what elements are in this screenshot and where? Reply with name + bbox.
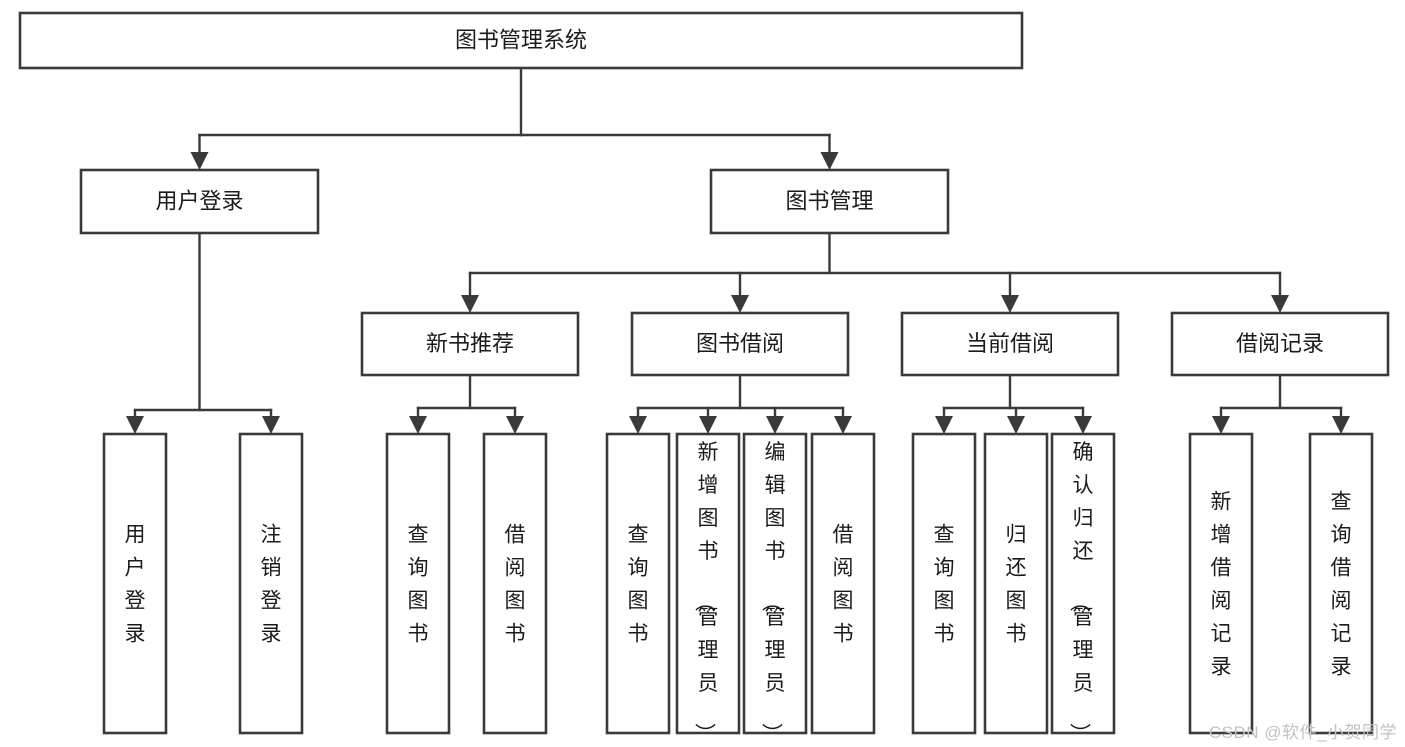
leaf-node-box[interactable] [911, 432, 977, 735]
leaf-node-box[interactable] [385, 432, 451, 735]
leaf-node-7[interactable]: 编辑图书（管理员） [742, 432, 808, 744]
arrow-level2-3-1 [935, 416, 953, 434]
leaf-node-label: 归还图书 [1006, 523, 1027, 645]
level1-node-label: 图书管理 [785, 188, 873, 213]
level2-node-box[interactable] [630, 311, 850, 377]
arrow-level2-1 [461, 295, 479, 313]
arrow-level2-2-3 [766, 416, 784, 434]
root-node-label: 图书管理系统 [455, 27, 587, 52]
leaf-node-4[interactable]: 借阅图书 [482, 432, 548, 735]
level1-node-2[interactable]: 图书管理 [709, 168, 950, 235]
leaf-node-box[interactable] [1308, 432, 1374, 735]
level2-node-4[interactable]: 借阅记录 [1170, 311, 1390, 377]
arrow-level2-3-2 [1007, 416, 1025, 434]
arrow-user-login-1 [126, 416, 144, 434]
leaf-node-box[interactable] [675, 432, 741, 735]
arrow-level2-2-2 [699, 416, 717, 434]
leaf-node-1[interactable]: 用户登录 [102, 432, 168, 735]
level2-node-label: 图书借阅 [696, 331, 784, 356]
leaf-node-2[interactable]: 注销登录 [238, 432, 304, 735]
arrow-level2-4 [1271, 295, 1289, 313]
level1-node-1[interactable]: 用户登录 [79, 168, 320, 235]
leaf-node-9[interactable]: 查询图书 [911, 432, 977, 735]
leaf-node-label: 确认归还（管理员） [1068, 441, 1094, 744]
root-node-box[interactable] [18, 11, 1024, 70]
level1-node-label: 用户登录 [155, 188, 243, 213]
arrow-level2-2 [731, 295, 749, 313]
leaf-node-10[interactable]: 归还图书 [983, 432, 1049, 735]
arrow-level2-4-2 [1332, 416, 1350, 434]
arrow-level1-2 [820, 152, 839, 170]
leaf-node-label: 查询图书 [628, 523, 649, 645]
leaf-node-13[interactable]: 查询借阅记录 [1308, 432, 1374, 735]
leaf-node-label: 编辑图书（管理员） [760, 441, 786, 744]
leaf-node-label: 新增借阅记录 [1211, 490, 1232, 678]
leaf-node-box[interactable] [742, 432, 808, 735]
level1-node-box[interactable] [79, 168, 320, 235]
leaf-node-label: 借阅图书 [833, 523, 854, 645]
leaf-node-12[interactable]: 新增借阅记录 [1188, 432, 1254, 735]
level1-node-box[interactable] [709, 168, 950, 235]
level2-node-label: 新书推荐 [426, 331, 514, 356]
arrow-user-login-2 [262, 416, 280, 434]
level2-node-box[interactable] [900, 311, 1120, 377]
leaf-node-box[interactable] [1050, 432, 1116, 735]
leaf-node-8[interactable]: 借阅图书 [810, 432, 876, 735]
node-layer: 图书管理系统用户登录图书管理新书推荐图书借阅当前借阅借阅记录用户登录注销登录查询… [18, 11, 1390, 744]
leaf-node-box[interactable] [102, 432, 168, 735]
arrow-level2-4-1 [1212, 416, 1230, 434]
level2-node-box[interactable] [1170, 311, 1390, 377]
level2-node-3[interactable]: 当前借阅 [900, 311, 1120, 377]
leaf-node-label: 借阅图书 [505, 523, 526, 645]
arrow-level2-3-3 [1074, 416, 1092, 434]
level2-node-label: 当前借阅 [966, 331, 1054, 356]
leaf-node-box[interactable] [983, 432, 1049, 735]
leaf-node-5[interactable]: 查询图书 [605, 432, 671, 735]
arrow-level1-1 [190, 152, 209, 170]
level2-node-box[interactable] [360, 311, 580, 377]
arrow-level2-1-2 [506, 416, 524, 434]
leaf-node-label: 查询图书 [934, 523, 955, 645]
level2-node-2[interactable]: 图书借阅 [630, 311, 850, 377]
leaf-node-label: 查询图书 [408, 523, 429, 645]
leaf-node-label: 新增图书（管理员） [693, 441, 719, 744]
leaf-node-label: 注销登录 [261, 523, 282, 645]
level2-node-1[interactable]: 新书推荐 [360, 311, 580, 377]
leaf-node-3[interactable]: 查询图书 [385, 432, 451, 735]
leaf-node-box[interactable] [482, 432, 548, 735]
root-node-1[interactable]: 图书管理系统 [18, 11, 1024, 70]
leaf-node-box[interactable] [1188, 432, 1254, 735]
level2-node-label: 借阅记录 [1236, 331, 1324, 356]
leaf-node-box[interactable] [605, 432, 671, 735]
leaf-node-box[interactable] [810, 432, 876, 735]
leaf-node-6[interactable]: 新增图书（管理员） [675, 432, 741, 744]
arrow-level2-2-4 [834, 416, 852, 434]
arrow-level2-2-1 [629, 416, 647, 434]
leaf-node-label: 用户登录 [125, 523, 146, 645]
leaf-node-box[interactable] [238, 432, 304, 735]
leaf-node-11[interactable]: 确认归还（管理员） [1050, 432, 1116, 744]
arrow-level2-1-1 [409, 416, 427, 434]
connector-layer [126, 66, 1350, 434]
leaf-node-label: 查询借阅记录 [1331, 490, 1352, 678]
arrow-level2-3 [1001, 295, 1019, 313]
